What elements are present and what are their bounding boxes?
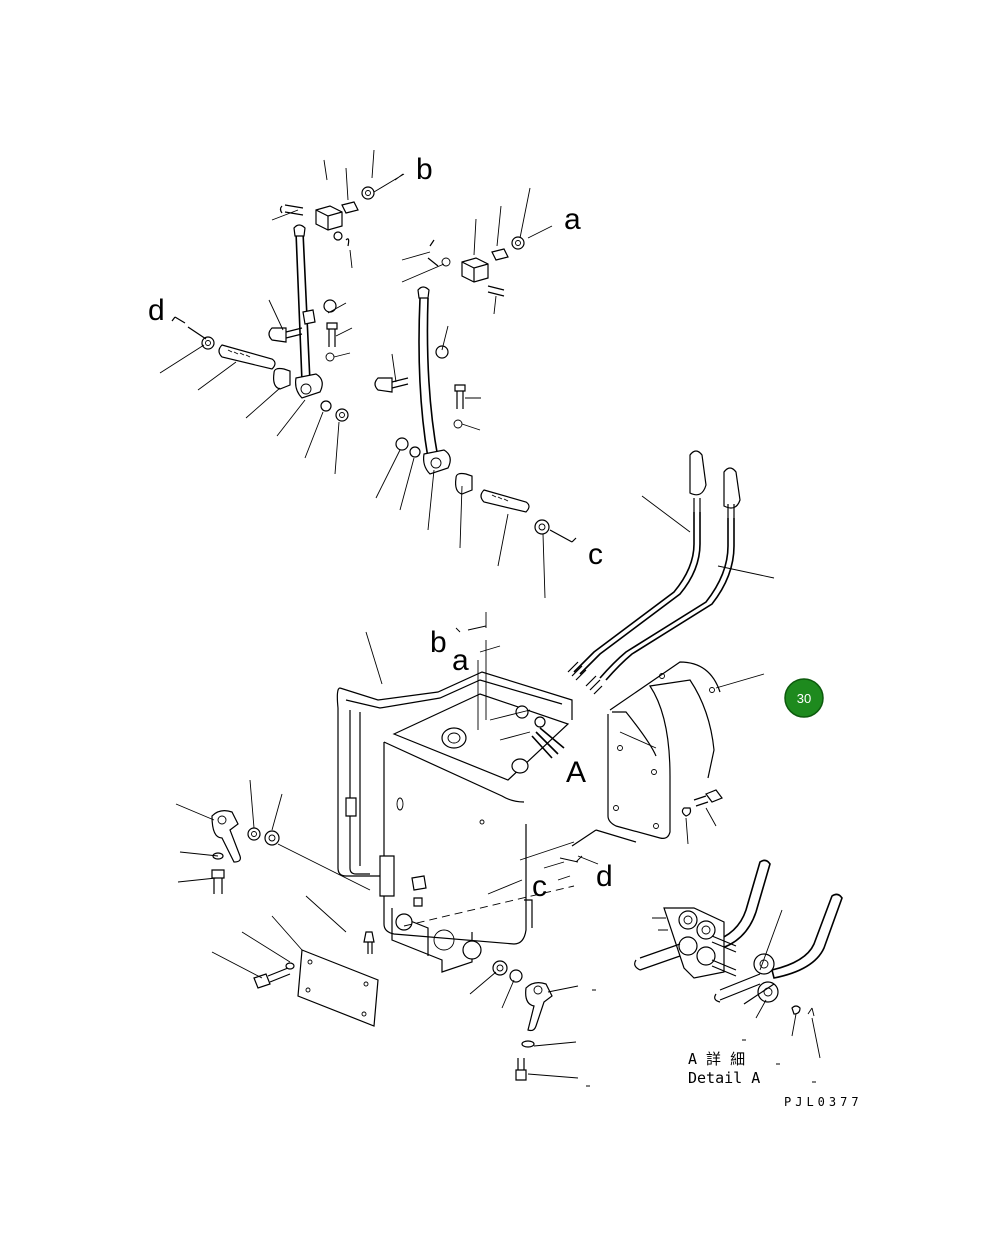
callout-a-top: a	[564, 203, 581, 236]
right-lever-assembly	[374, 236, 577, 543]
left-lever-assembly	[171, 186, 375, 422]
drawing-code: PJL0377	[784, 1095, 863, 1109]
page-number-badge: 30	[784, 678, 824, 718]
cover-plate	[571, 661, 765, 847]
page-number: 30	[797, 691, 811, 706]
left-assembly-leaders	[159, 149, 405, 475]
callout-c-low: c	[532, 870, 547, 903]
control-levers	[567, 450, 775, 695]
callout-d-low: d	[596, 860, 613, 893]
detail-label-en: Detail A	[688, 1069, 760, 1087]
callout-A-mid: A	[566, 756, 586, 789]
callout-c-mid: c	[588, 538, 603, 571]
callout-b-mid: b	[430, 626, 447, 659]
lower-left-parts	[175, 779, 379, 1027]
detail-a-view: A 詳 細 Detail A	[634, 859, 843, 1087]
callout-b-top: b	[416, 153, 433, 186]
right-assembly-leaders	[375, 187, 553, 599]
detail-label-jp: A 詳 細	[688, 1050, 745, 1068]
lower-middle-parts	[469, 960, 596, 1087]
callout-d-left: d	[148, 294, 165, 327]
lever-housing	[336, 631, 599, 973]
callout-arrows	[455, 612, 583, 881]
callout-a-mid: a	[452, 644, 469, 677]
